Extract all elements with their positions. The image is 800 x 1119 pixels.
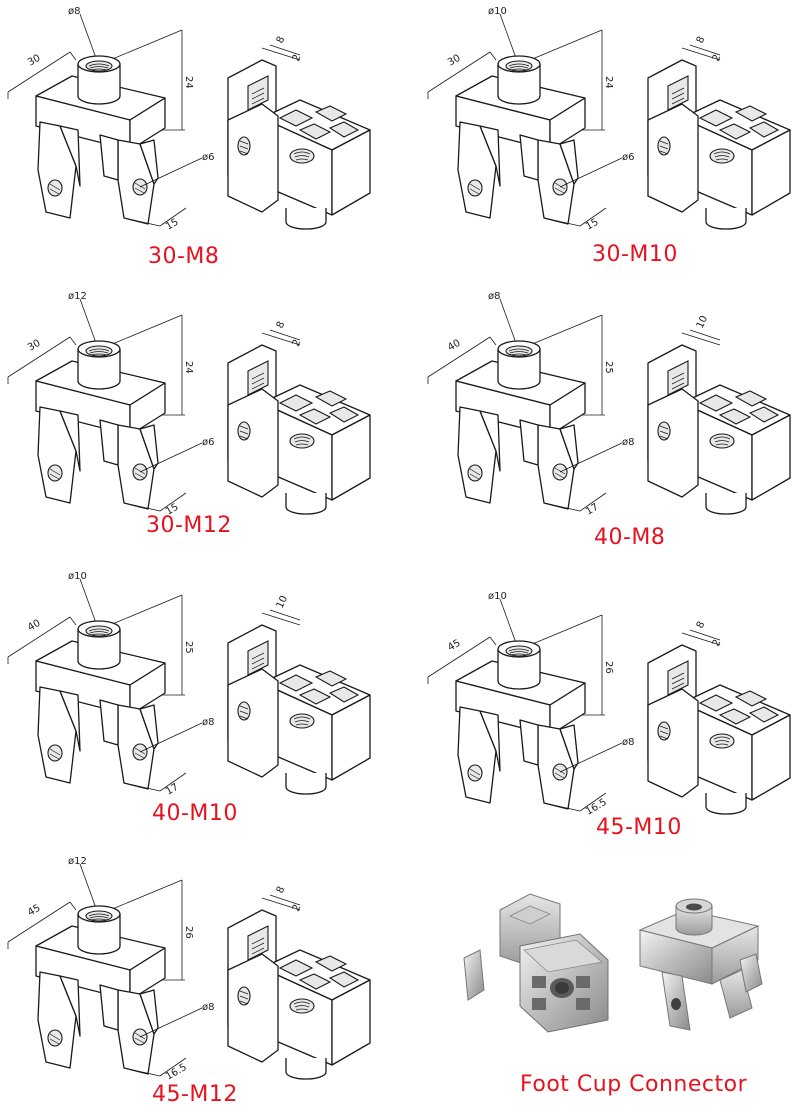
variant-caption: 45-M10 [596, 815, 682, 840]
side-view: 8 2 [647, 620, 791, 815]
gap-dim-label: 2 [711, 53, 724, 63]
variant-caption: 30-M10 [592, 242, 678, 267]
variant-caption: 40-M10 [152, 801, 238, 826]
gap-dim-label: 2 [711, 638, 724, 648]
front-view: 30 24 ø12 [7, 291, 214, 515]
variant-45-m10: 45 26 ø10 [420, 585, 800, 855]
width-dim-label: 30 [26, 53, 43, 69]
product-photo [463, 893, 763, 1033]
thickness-dim-label: 10 [695, 314, 710, 330]
hole-dim-label: ø8 [68, 6, 80, 17]
pin-dim-label: ø6 [202, 152, 214, 163]
variant-45-m12: 45 26 ø12 [0, 850, 400, 1119]
pin-dim-label: ø8 [622, 737, 634, 748]
variant-caption: 30-M8 [148, 244, 220, 269]
hole-dim-label: ø8 [488, 291, 500, 302]
variant-30-m10: 30 24 ø10 [420, 0, 800, 280]
height-dim-label: 26 [183, 926, 194, 939]
technical-drawing: 30 24 ø10 [427, 6, 791, 230]
gap-dim-label: 2 [291, 338, 304, 348]
technical-drawing: 45 26 ø12 [7, 856, 371, 1080]
gap-dim-label: 2 [291, 903, 304, 913]
thickness-dim-label: 8 [275, 320, 288, 330]
height-dim-label: 26 [603, 661, 614, 674]
technical-drawing: 40 25 ø8 [427, 291, 791, 515]
foot-dim-label: 17 [164, 782, 181, 795]
front-view: 45 26 ø10 [427, 591, 634, 815]
height-dim-label: 24 [183, 361, 194, 374]
pin-dim-label: ø8 [622, 437, 634, 448]
variant-caption: 30-M12 [146, 513, 232, 538]
variant-40-m10: 40 25 ø10 [0, 565, 400, 845]
thickness-dim-label: 10 [275, 594, 290, 610]
variant-caption: 45-M12 [152, 1082, 238, 1107]
foot-dim-label: 15 [584, 217, 601, 230]
side-view: 8 2 [227, 885, 371, 1080]
hole-dim-label: ø10 [68, 571, 87, 582]
variant-caption: 40-M8 [594, 525, 666, 550]
front-view: 30 24 ø10 [427, 6, 634, 230]
height-dim-label: 25 [603, 361, 614, 374]
thickness-dim-label: 8 [275, 885, 288, 895]
side-view: 8 2 [227, 35, 371, 230]
width-dim-label: 40 [446, 338, 463, 354]
front-view: 40 25 ø8 [427, 291, 634, 515]
side-view: 8 2 [227, 320, 371, 515]
pin-dim-label: ø8 [202, 1002, 214, 1013]
hole-dim-label: ø10 [488, 591, 507, 602]
foot-dim-label: 15 [164, 217, 181, 230]
product-photo-panel: Foot Cup Connector [420, 860, 800, 1119]
foot-cup-block-photo [638, 898, 763, 1031]
width-dim-label: 45 [26, 903, 43, 919]
thickness-dim-label: 8 [695, 620, 708, 630]
side-view: 10 [647, 314, 791, 515]
variant-30-m8: 30 24 ø8 [0, 0, 400, 280]
connector-plate-photo [463, 893, 609, 1033]
front-view: 45 26 ø12 [7, 856, 214, 1080]
width-dim-label: 40 [26, 618, 43, 634]
hole-dim-label: ø10 [488, 6, 507, 17]
height-dim-label: 24 [603, 76, 614, 89]
hole-dim-label: ø12 [68, 291, 87, 302]
foot-dim-label: 15 [164, 502, 181, 515]
height-dim-label: 25 [183, 641, 194, 654]
product-caption: Foot Cup Connector [520, 1072, 748, 1097]
front-view: 30 24 ø8 [7, 6, 214, 230]
technical-drawing: 30 24 ø8 [7, 6, 371, 230]
gap-dim-label: 2 [291, 53, 304, 63]
width-dim-label: 45 [446, 638, 463, 654]
side-view: 10 [227, 594, 371, 795]
width-dim-label: 30 [446, 53, 463, 69]
technical-drawing: 30 24 ø12 [7, 291, 371, 515]
variant-40-m8: 40 25 ø8 [420, 285, 800, 565]
thickness-dim-label: 8 [695, 35, 708, 45]
front-view: 40 25 ø10 [7, 571, 214, 795]
foot-dim-label: 17 [584, 502, 601, 515]
pin-dim-label: ø8 [202, 717, 214, 728]
side-view: 8 2 [647, 35, 791, 230]
width-dim-label: 30 [26, 338, 43, 354]
technical-drawing: 45 26 ø10 [427, 591, 791, 815]
pin-dim-label: ø6 [202, 437, 214, 448]
pin-dim-label: ø6 [622, 152, 634, 163]
variant-30-m12: 30 24 ø12 [0, 285, 400, 565]
height-dim-label: 24 [183, 76, 194, 89]
thickness-dim-label: 8 [275, 35, 288, 45]
technical-drawing: 40 25 ø10 [7, 571, 371, 795]
hole-dim-label: ø12 [68, 856, 87, 867]
